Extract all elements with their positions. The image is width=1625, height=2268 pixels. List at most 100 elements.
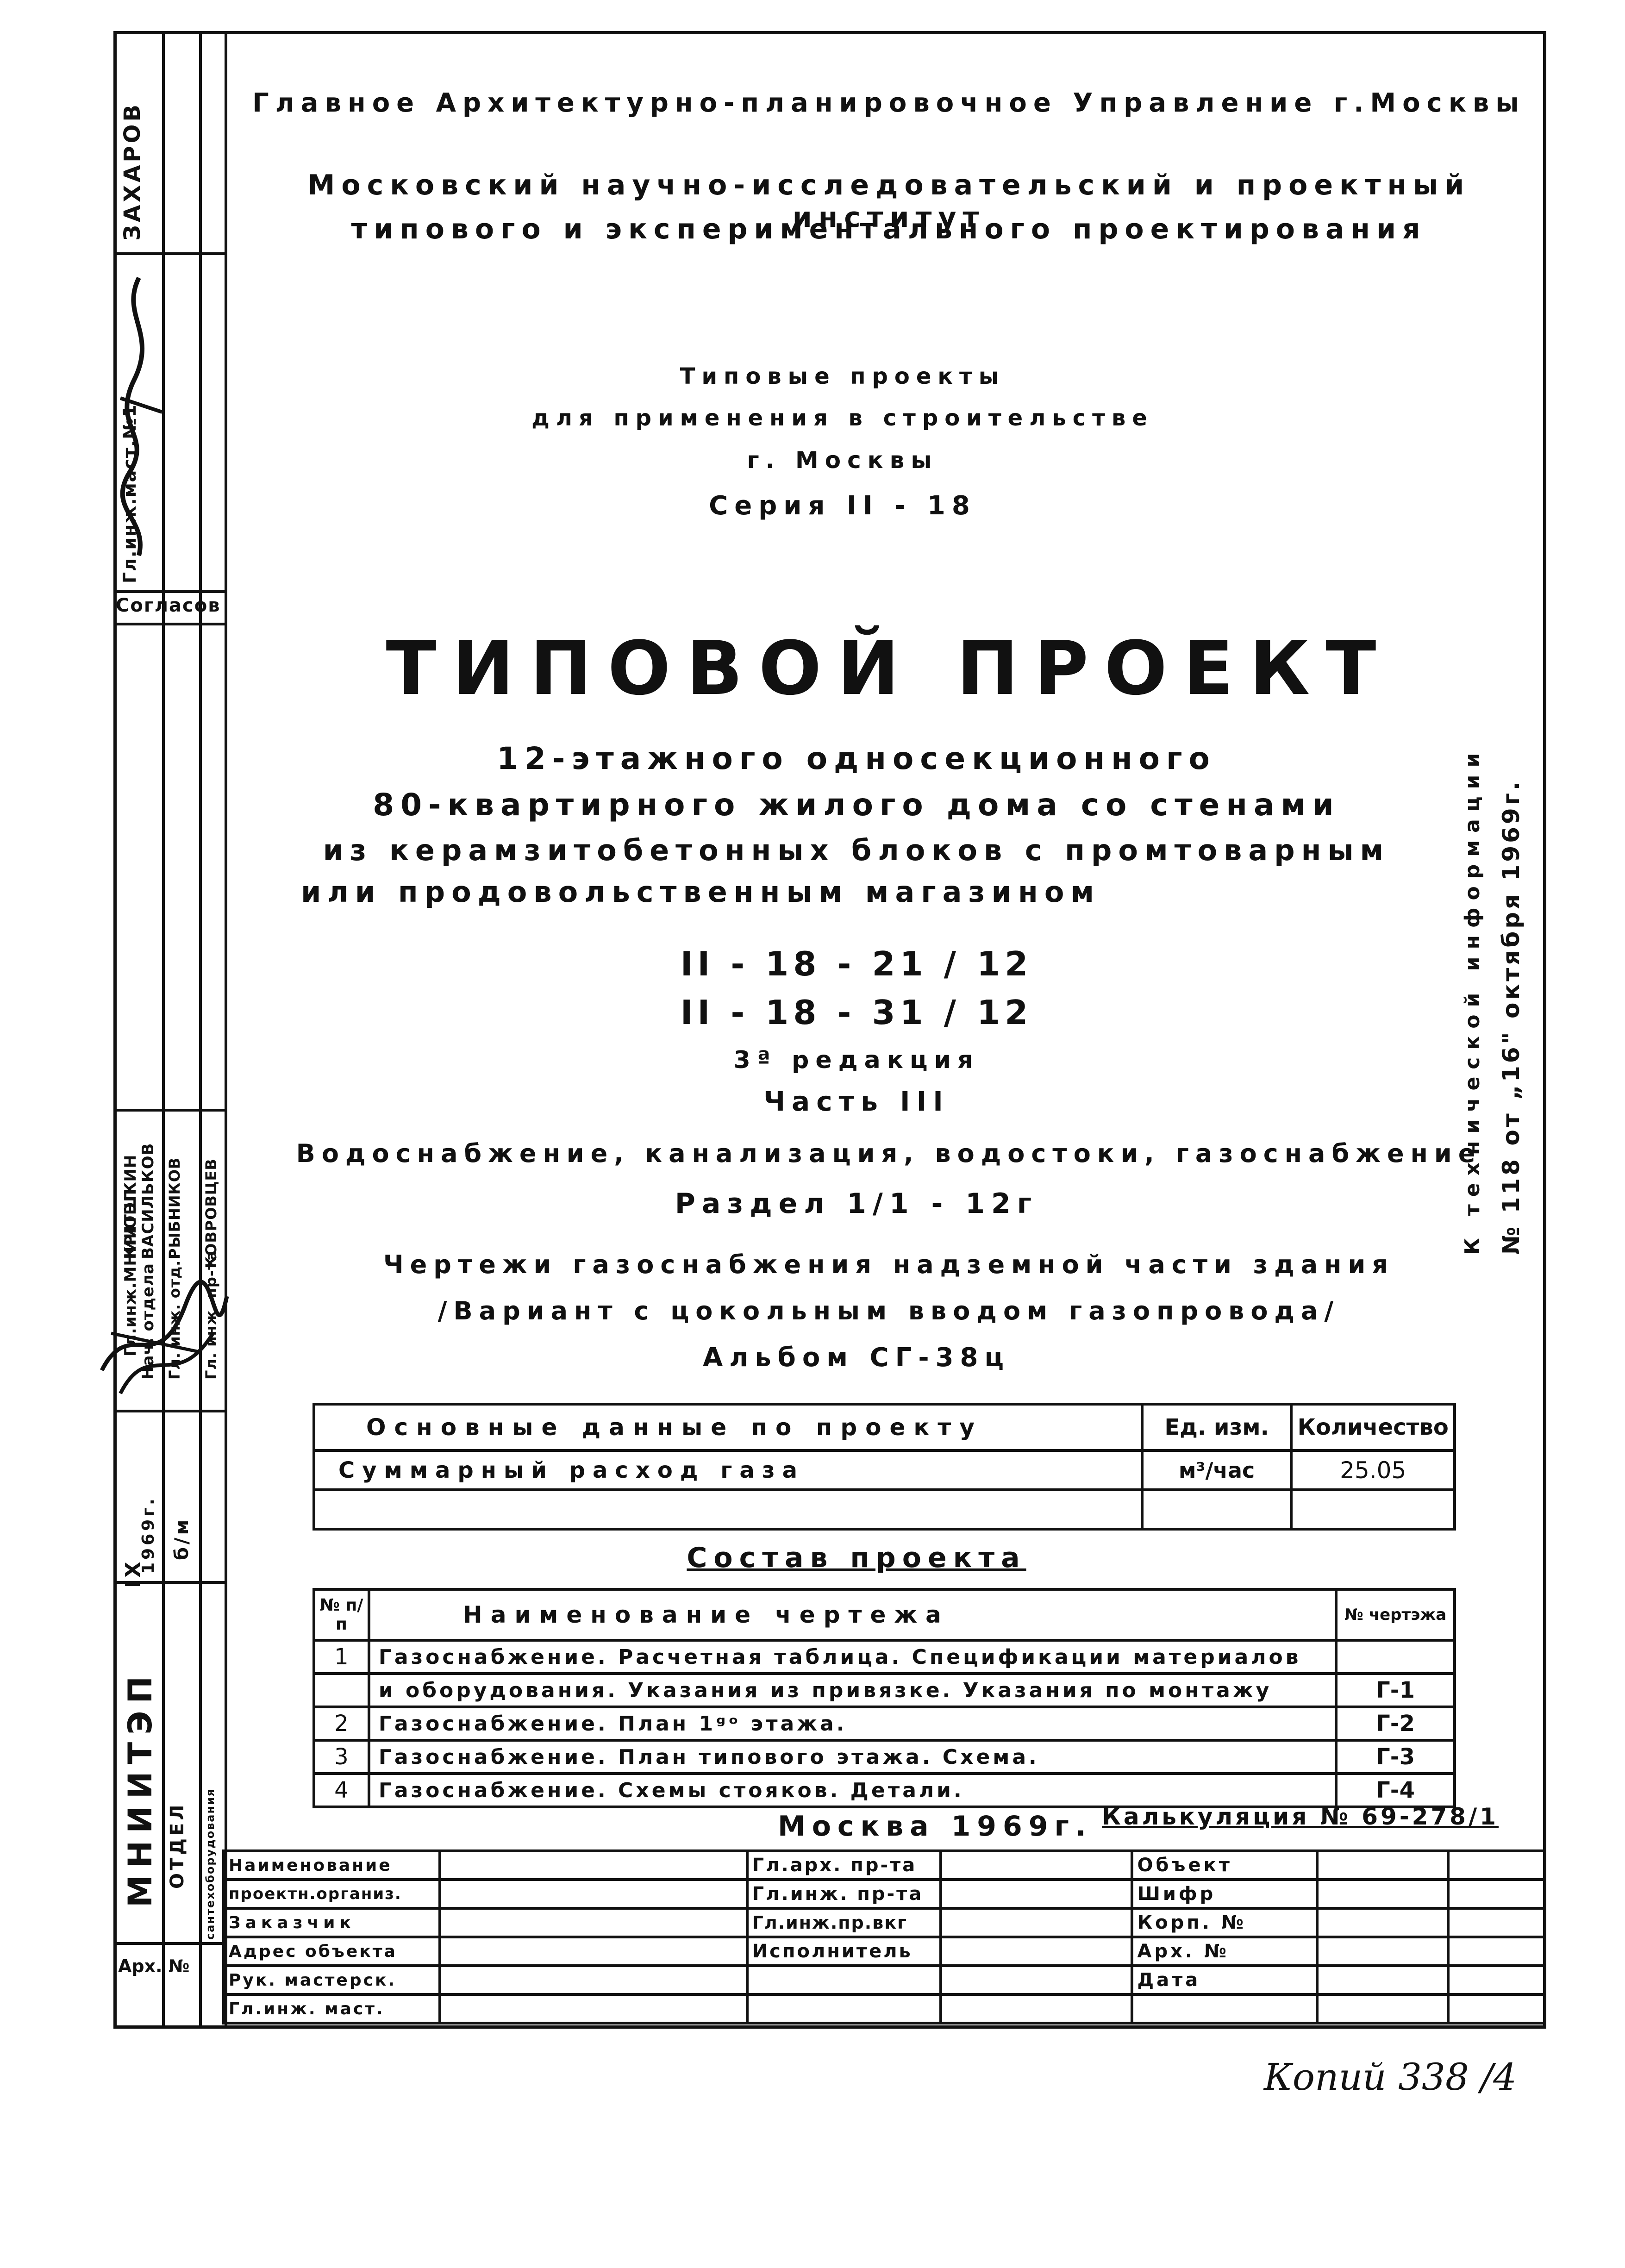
- table-row: проектн.организ. Гл.инж. пр-та Шифр: [222, 1878, 1547, 1910]
- main-title: ТИПОВОЙ ПРОЕКТ: [386, 625, 1392, 712]
- table-row: и оборудования. Указания из привязке. Ук…: [312, 1672, 1456, 1708]
- stamp-cell: [939, 1849, 1134, 1881]
- stamp-cell: Гл.инж. маст.: [222, 1993, 442, 2024]
- main-data-header-unit: Ед. изм.: [1140, 1403, 1293, 1452]
- stamp-cell: [939, 1936, 1134, 1967]
- stamp-cell: [1131, 1993, 1319, 2024]
- table-row: 4 Газоснабжение. Схемы стояков. Детали. …: [312, 1772, 1456, 1808]
- strip-bm: б/м: [171, 1517, 193, 1560]
- strip-otdel-sub: сантехоборудования: [204, 1788, 217, 1940]
- stamp-cell: Арх. №: [1131, 1936, 1319, 1967]
- table-row: Адрес объекта Исполнитель Арх. №: [222, 1936, 1547, 1967]
- composition-header-sheet: № чертэжа: [1335, 1588, 1456, 1642]
- stamp-cell: [438, 1849, 749, 1881]
- table-row: 3 Газоснабжение. План типового этажа. Сх…: [312, 1739, 1456, 1775]
- table-row: Заказчик Гл.инж.пр.вкг Корп. №: [222, 1907, 1547, 1938]
- stamp-cell: [1446, 1878, 1547, 1910]
- stamp-cell: Рук. мастерск.: [222, 1964, 442, 1996]
- strip-name-rybnikov: РЫБНИКОВ: [166, 1157, 183, 1259]
- stamp-cell: Гл.арх. пр-та: [745, 1849, 943, 1881]
- main-data-cell: 25.05: [1290, 1449, 1456, 1491]
- series-line-2: для применения в строительстве: [531, 405, 1154, 431]
- composition-cell: [1335, 1639, 1456, 1675]
- table-row: Гл.инж. маст.: [222, 1993, 1547, 2024]
- drawings-title: Чертежи газоснабжения надземной части зд…: [383, 1250, 1395, 1279]
- stamp-cell: [1446, 1849, 1547, 1881]
- main-data-cell: [312, 1488, 1144, 1531]
- project-code-1: II - 18 - 21 / 12: [680, 944, 1033, 983]
- side-note-line-2: № 118 от „16" октября 1969г.: [1498, 779, 1525, 1255]
- main-data-table: Основные данные по проекту Ед. изм. Коли…: [312, 1403, 1456, 1531]
- strip-divider: [199, 31, 202, 2029]
- stamp-cell: [1315, 1878, 1450, 1910]
- part: Часть III: [763, 1086, 950, 1117]
- strip-divider: [162, 31, 165, 2029]
- main-data-cell: [1290, 1488, 1456, 1531]
- composition-header-name: Наименование чертежа: [367, 1588, 1338, 1642]
- strip-otdel: ОТДЕЛ: [167, 1802, 188, 1889]
- composition-cell: Г-2: [1335, 1706, 1456, 1742]
- composition-title: Состав проекта: [687, 1542, 1026, 1574]
- main-data-header-qty: Количество: [1290, 1403, 1456, 1452]
- composition-cell: Газоснабжение. План 1ᵍᵒ этажа.: [367, 1706, 1338, 1742]
- subtitle-line-4: или продовольственным магазином: [301, 875, 1101, 909]
- handwritten-copies-note: Копий 338 /4: [1264, 2056, 1517, 2099]
- stamp-cell: [438, 1878, 749, 1910]
- stamp-cell: [1446, 1964, 1547, 1996]
- stamp-cell: [438, 1993, 749, 2024]
- stamp-cell: проектн.организ.: [222, 1878, 442, 1910]
- header-line-1: Главное Архитектурно-планировочное Управ…: [252, 88, 1525, 118]
- strip-mniitep: МНИИТЭП: [121, 1668, 159, 1907]
- stamp-cell: [1315, 1849, 1450, 1881]
- subtitle-line-3: из керамзитобетонных блоков с промтоварн…: [323, 833, 1390, 867]
- table-row: Рук. мастерск. Дата: [222, 1964, 1547, 1996]
- strip-divider: [113, 1109, 225, 1112]
- main-data-cell: Суммарный расход газа: [312, 1449, 1144, 1491]
- table-row: Основные данные по проекту Ед. изм. Коли…: [312, 1403, 1456, 1452]
- stamp-cell: Объект: [1131, 1849, 1319, 1881]
- composition-header-no: № п/п: [312, 1588, 370, 1642]
- main-data-header-name: Основные данные по проекту: [312, 1403, 1144, 1452]
- strip-divider: [113, 1581, 225, 1584]
- signature-zakharov: [119, 276, 163, 556]
- table-row: 1 Газоснабжение. Расчетная таблица. Спец…: [312, 1639, 1456, 1675]
- header-line-3: типового и экспериментального проектиров…: [351, 213, 1427, 245]
- stamp-cell: [438, 1936, 749, 1967]
- stamp-cell: Адрес объекта: [222, 1936, 442, 1967]
- strip-name-zakharov: ЗАХАРОВ: [119, 102, 145, 241]
- stamp-cell: [745, 1993, 943, 2024]
- section: Раздел 1/1 - 12г: [675, 1187, 1038, 1220]
- strip-divider: [113, 1942, 225, 1945]
- title-block-stamp: Наименование Гл.арх. пр-та Объект проект…: [222, 1849, 1547, 2024]
- stamp-cell: [1446, 1936, 1547, 1967]
- composition-cell: 1: [312, 1639, 370, 1675]
- composition-cell: Газоснабжение. Расчетная таблица. Специф…: [367, 1639, 1338, 1675]
- strip-divider: [113, 252, 225, 255]
- stamp-cell: [745, 1964, 943, 1996]
- table-row: Наименование Гл.арх. пр-та Объект: [222, 1849, 1547, 1881]
- stamp-cell: [939, 1964, 1134, 1996]
- composition-cell: [312, 1672, 370, 1708]
- composition-cell: Газоснабжение. План типового этажа. Схем…: [367, 1739, 1338, 1775]
- main-data-cell: [1140, 1488, 1293, 1531]
- stamp-cell: [939, 1993, 1134, 2024]
- edition: 3ª редакция: [733, 1046, 980, 1074]
- stamp-cell: [438, 1964, 749, 1996]
- series-line-1: Типовые проекты: [680, 363, 1006, 389]
- strip-divider: [113, 590, 225, 593]
- album: Альбом СГ-38ц: [702, 1343, 1011, 1373]
- strip-divider: [113, 1410, 225, 1412]
- strip-arch-no: Арх. №: [118, 1956, 190, 1976]
- strip-divider: [113, 623, 225, 625]
- series-line-3: г. Москвы: [747, 447, 938, 474]
- composition-cell: 4: [312, 1772, 370, 1808]
- project-code-2: II - 18 - 31 / 12: [680, 993, 1033, 1032]
- strip-divider: [225, 31, 227, 2029]
- stamp-cell: [438, 1907, 749, 1938]
- strip-name-vasilkov: ВАСИЛЬКОВ: [139, 1143, 157, 1259]
- strip-name-kovrovtsev: КОВРОВЦЕВ: [202, 1158, 220, 1268]
- topic: Водоснабжение, канализация, водостоки, г…: [296, 1139, 1482, 1168]
- signatures-approvers: [100, 1280, 229, 1394]
- variant: /Вариант с цокольным вводом газопровода/: [438, 1296, 1340, 1325]
- subtitle-line-2: 80-квартирного жилого дома со стенами: [373, 787, 1340, 823]
